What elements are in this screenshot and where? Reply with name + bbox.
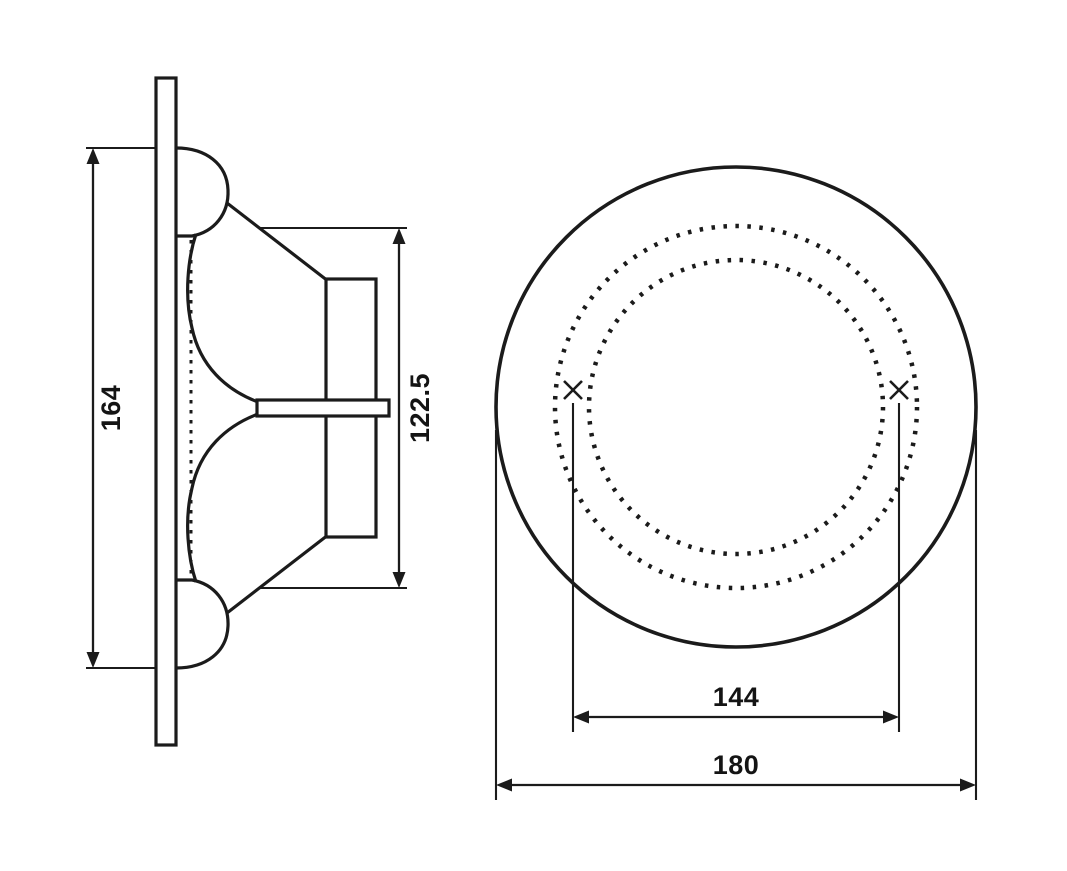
dimension-label-bolt-circle: 144 [713, 682, 760, 712]
pole-shaft [255, 398, 391, 418]
surround-top [175, 146, 230, 238]
cone-profile-bottom [186, 412, 259, 583]
arrowhead-down [86, 652, 100, 668]
bolt-mark-right [889, 380, 909, 400]
dimension-label-overall-height: 164 [96, 385, 126, 432]
dimension-label-outer-diameter: 180 [713, 750, 760, 780]
arrowhead-up [86, 148, 100, 164]
dimension-bolt-circle: 144 [571, 403, 901, 732]
dimension-outer-diameter: 180 [494, 430, 978, 800]
dotted-circle-outer [552, 223, 920, 591]
dimension-basket-height: 122.5 [259, 226, 435, 590]
dotted-circle-inner [586, 257, 886, 557]
arrowhead-up [392, 228, 406, 244]
arrowhead-left [496, 778, 512, 792]
front-view: 144 180 [494, 165, 978, 800]
side-view: 164 122.5 [86, 76, 435, 747]
arrowhead-right [960, 778, 976, 792]
mounting-flange [154, 76, 178, 747]
cone-profile-top [186, 233, 259, 404]
arrowhead-left [573, 710, 589, 724]
speaker-outer-circle [494, 165, 978, 649]
dimension-label-basket-height: 122.5 [405, 373, 435, 443]
dimension-overall-height: 164 [86, 146, 157, 670]
basket-edge-bottom [226, 533, 329, 615]
arrowhead-down [392, 572, 406, 588]
surround-bottom [175, 578, 230, 670]
basket-edge-top [226, 201, 329, 283]
bolt-mark-left [563, 380, 583, 400]
arrowhead-right [883, 710, 899, 724]
